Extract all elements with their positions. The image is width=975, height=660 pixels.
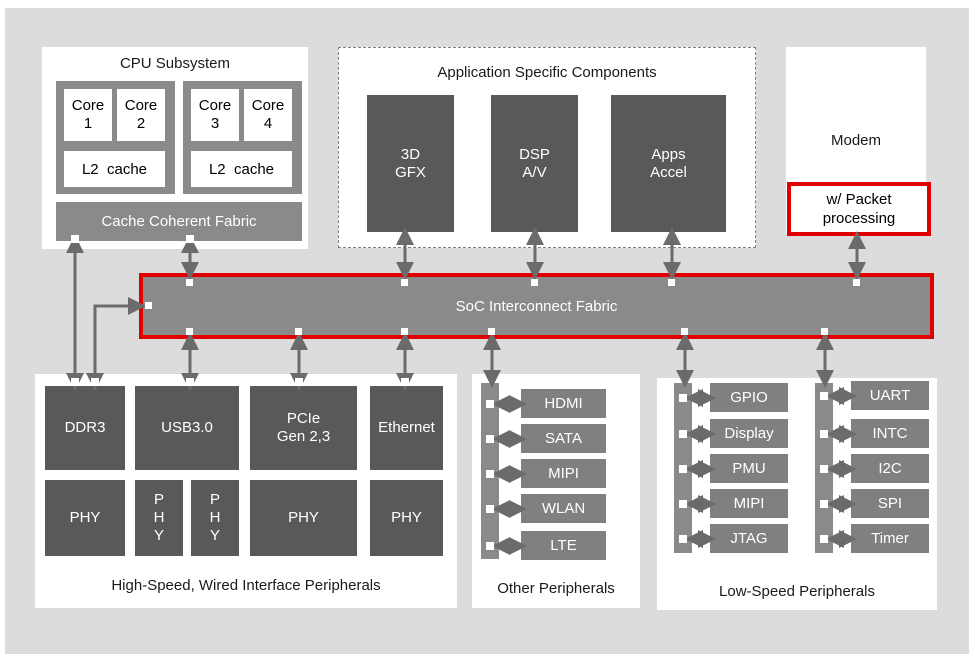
spi-block: SPI (851, 489, 929, 518)
l2-cache-2: L2 cache (191, 151, 292, 187)
pcie-block: PCIe Gen 2,3 (250, 386, 357, 470)
app-specific-title: Application Specific Components (437, 64, 657, 81)
l2-cache-1: L2 cache (64, 151, 165, 187)
other-peripherals-title: Other Peripherals (497, 580, 615, 597)
core-4: Core 4 (244, 89, 292, 141)
low-speed-panel: Low-Speed Peripherals (657, 378, 937, 610)
wlan-block: WLAN (521, 494, 606, 523)
intc-block: INTC (851, 419, 929, 448)
usb3-phy-2: P H Y (191, 480, 239, 556)
timer-block: Timer (851, 524, 929, 553)
ddr3-phy: PHY (45, 480, 125, 556)
gfx-3d-block: 3D GFX (367, 95, 454, 232)
cpu-subsystem-title: CPU Subsystem (119, 55, 231, 72)
apps-accel-block: Apps Accel (611, 95, 726, 232)
modem-title: Modem (830, 132, 882, 149)
jtag-block: JTAG (710, 524, 788, 553)
low-speed-title: Low-Speed Peripherals (719, 583, 875, 600)
usb3-block: USB3.0 (135, 386, 239, 470)
ddr3-block: DDR3 (45, 386, 125, 470)
mipi-low-block: MIPI (710, 489, 788, 518)
lte-block: LTE (521, 531, 606, 560)
hdmi-block: HDMI (521, 389, 606, 418)
sata-block: SATA (521, 424, 606, 453)
soc-ddr3-link (86, 297, 146, 391)
pcie-phy: PHY (250, 480, 357, 556)
i2c-block: I2C (851, 454, 929, 483)
core-2: Core 2 (117, 89, 165, 141)
dsp-av-block: DSP A/V (491, 95, 578, 232)
display-block: Display (710, 419, 788, 448)
pmu-block: PMU (710, 454, 788, 483)
usb3-phy-1: P H Y (135, 480, 183, 556)
ethernet-phy: PHY (370, 480, 443, 556)
mipi-block: MIPI (521, 459, 606, 488)
ethernet-block: Ethernet (370, 386, 443, 470)
uart-block: UART (851, 381, 929, 410)
cache-coherent-fabric: Cache Coherent Fabric (56, 202, 302, 241)
gpio-block: GPIO (710, 383, 788, 412)
core-1: Core 1 (64, 89, 112, 141)
core-3: Core 3 (191, 89, 239, 141)
packet-processing-highlight: w/ Packet processing (787, 182, 931, 236)
soc-interconnect-label: SoC Interconnect Fabric (455, 297, 618, 315)
high-speed-title: High-Speed, Wired Interface Peripherals (111, 577, 381, 594)
